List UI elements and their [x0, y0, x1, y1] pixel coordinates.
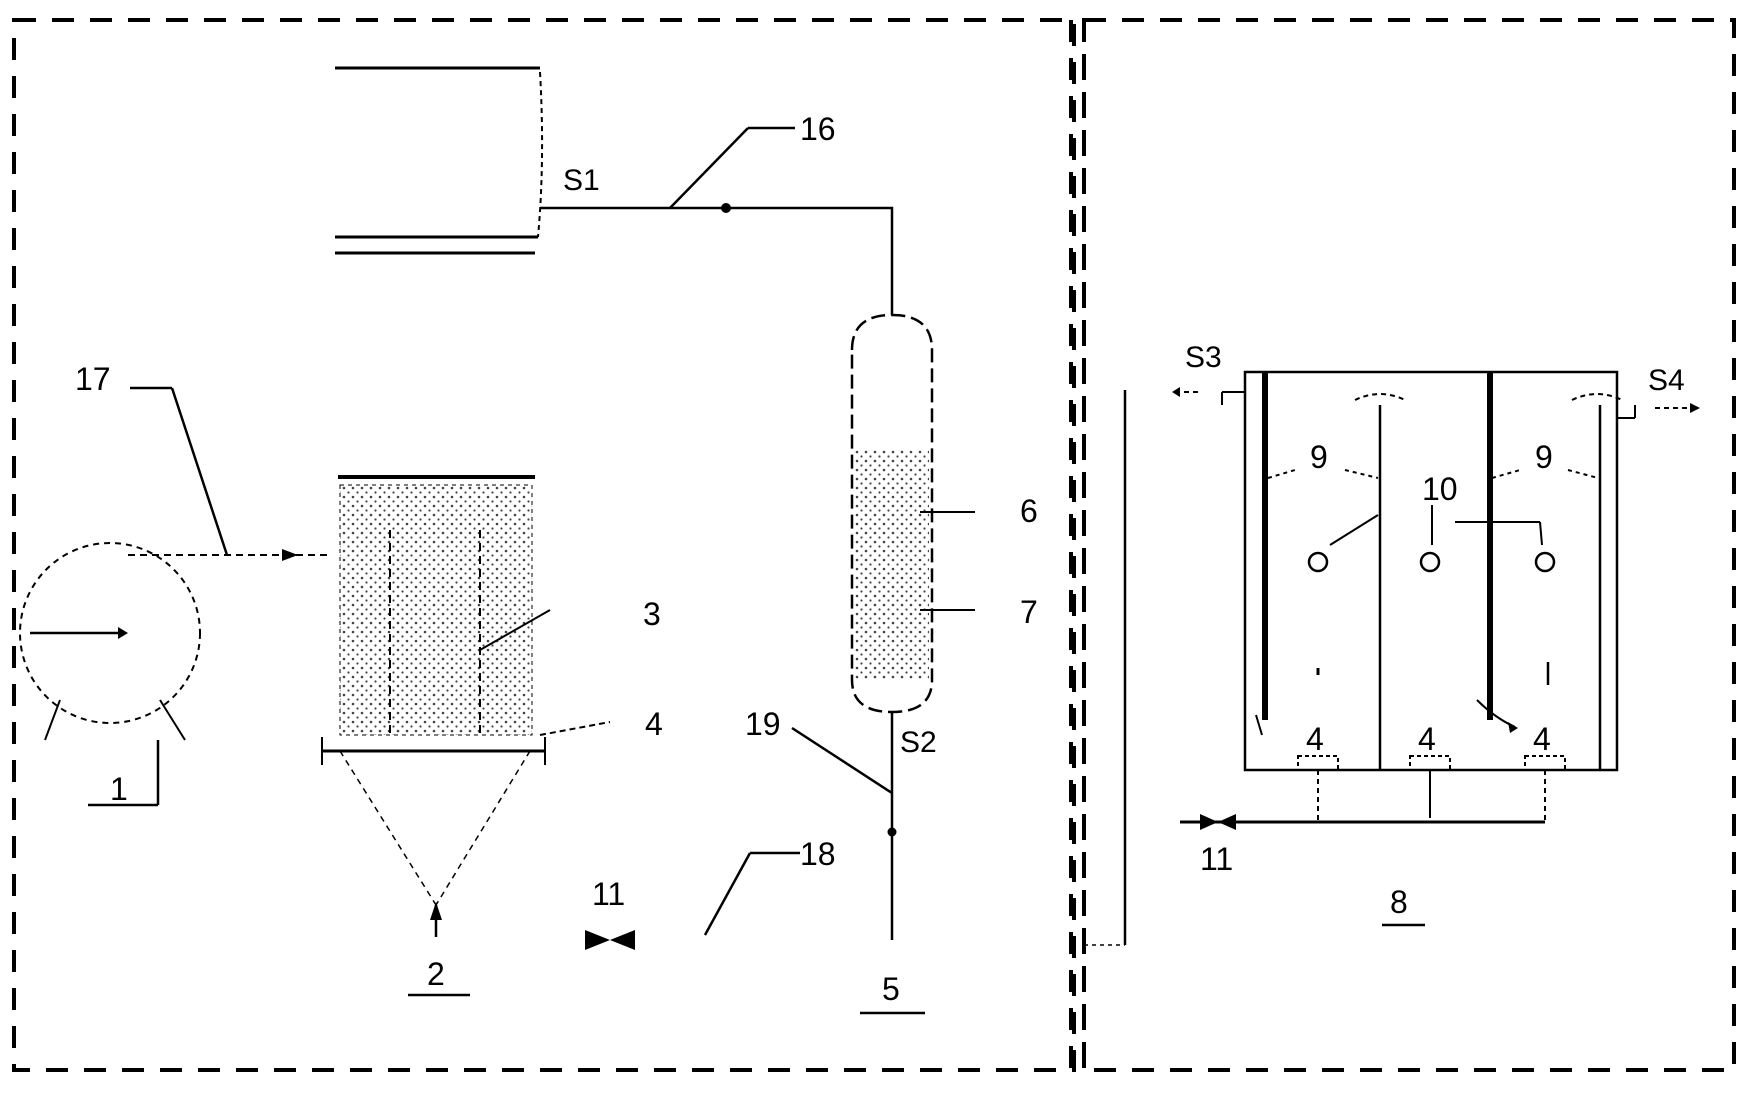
label-11-left: 11 — [592, 876, 625, 912]
right-section-frame — [1082, 18, 1736, 1072]
pipe-16 — [540, 126, 894, 315]
label-10: 10 — [1422, 471, 1458, 507]
label-s2: S2 — [900, 726, 937, 759]
label-4-mbr-left: 4 — [1306, 721, 1324, 757]
label-2: 2 — [427, 956, 445, 992]
left-section-frame — [12, 18, 1076, 1072]
membrane-tank — [1172, 370, 1700, 927]
label-9-right: 9 — [1535, 439, 1553, 475]
label-8: 8 — [1390, 884, 1408, 920]
label-17: 17 — [75, 361, 111, 397]
label-4-mbr-right: 4 — [1533, 721, 1551, 757]
valve-11-left — [585, 930, 635, 950]
label-11-right: 11 — [1200, 841, 1233, 877]
label-19: 19 — [745, 706, 781, 742]
label-16: 16 — [800, 111, 836, 147]
label-1: 1 — [110, 771, 128, 807]
top-tank — [335, 66, 544, 255]
label-3: 3 — [643, 596, 661, 632]
label-5: 5 — [882, 971, 900, 1007]
label-9-left: 9 — [1310, 439, 1328, 475]
packed-column — [850, 313, 975, 730]
label-4-reactor: 4 — [645, 706, 663, 742]
column-outlet — [791, 726, 925, 1015]
fluidized-reactor — [321, 475, 611, 997]
label-18: 18 — [800, 836, 836, 872]
label-s1: S1 — [563, 164, 600, 197]
label-s4: S4 — [1648, 364, 1685, 397]
blower — [19, 542, 201, 807]
label-6: 6 — [1020, 493, 1038, 529]
label-4-mbr-middle: 4 — [1418, 721, 1436, 757]
label-s3: S3 — [1185, 341, 1222, 374]
label-7: 7 — [1020, 594, 1038, 630]
air-line-17 — [128, 386, 330, 561]
line-18 — [703, 852, 752, 936]
